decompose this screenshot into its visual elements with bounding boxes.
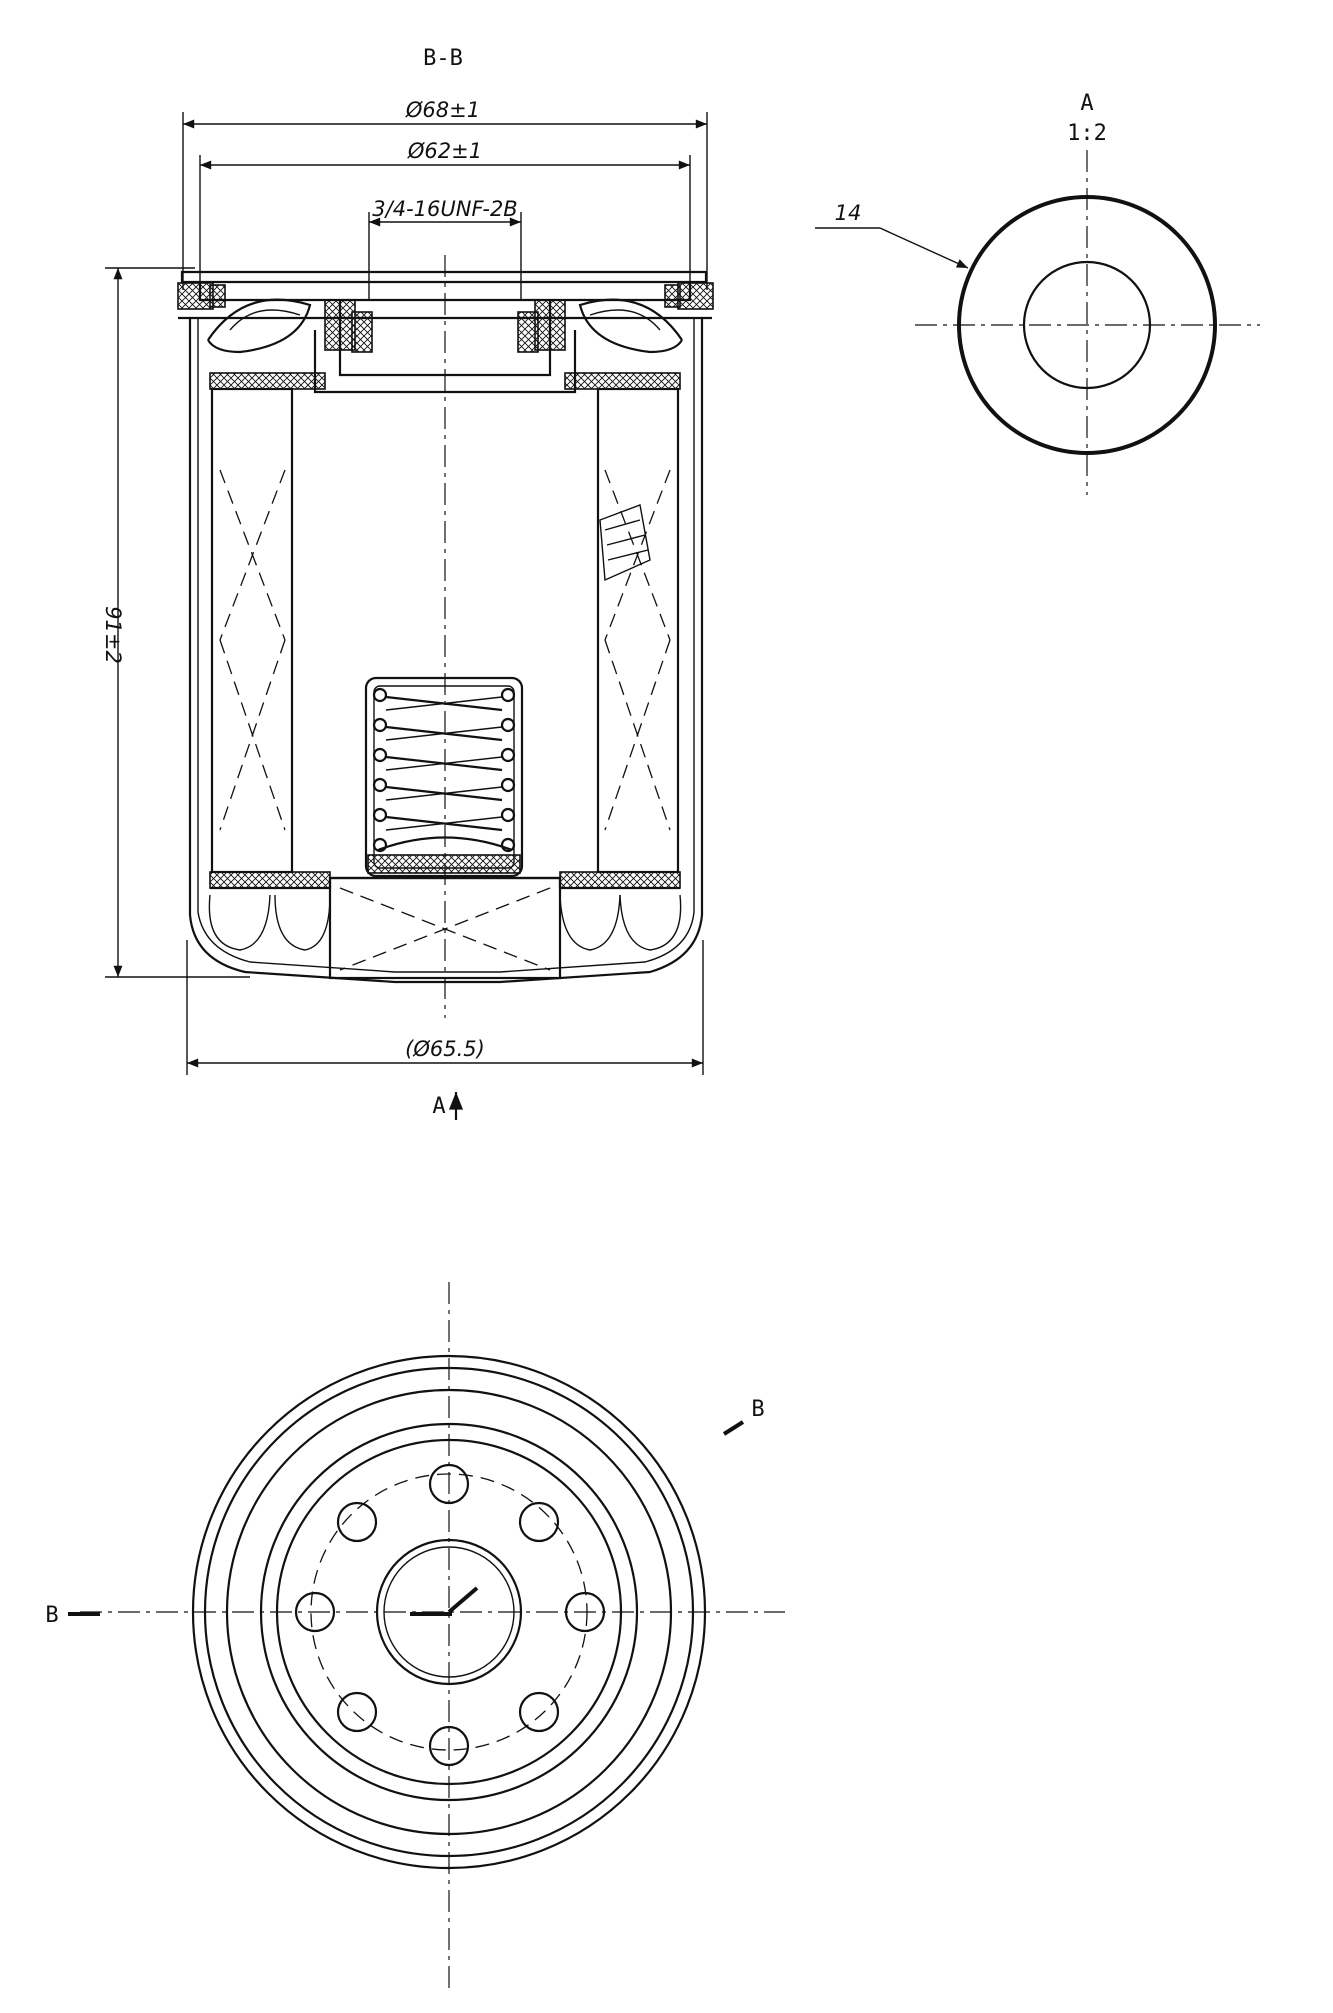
detail-title: A	[1080, 91, 1093, 116]
dim-inner-diameter: Ø62±1	[199, 139, 691, 290]
top-hole	[294, 1591, 336, 1633]
center-tube	[291, 395, 599, 872]
dim-outer-diameter-label: Ø68±1	[405, 98, 480, 122]
dim-inner-diameter-label: Ø62±1	[407, 139, 482, 163]
dim-thread: 3/4-16UNF-2B	[368, 197, 522, 300]
top-holes	[294, 1463, 606, 1767]
dim-thread-label: 3/4-16UNF-2B	[372, 197, 517, 221]
top-bolt-circle	[310, 1473, 588, 1751]
seal-ring-left	[177, 282, 214, 310]
top-hole	[336, 1691, 378, 1733]
filter-media-right	[596, 387, 680, 874]
top-outer-rim	[191, 1354, 707, 1870]
detail-callout: 14	[815, 201, 969, 269]
view-arrow-label: A	[432, 1094, 445, 1119]
top-hole	[428, 1725, 470, 1767]
detail-view: A 1:2 14	[815, 91, 1260, 495]
lower-end-cap-right	[559, 871, 681, 889]
section-view: B-B Ø68±1 Ø62±1 3/4-16UNF-2B 91±2	[101, 46, 714, 1120]
section-title: B-B	[423, 46, 463, 71]
section-mark-left: B	[45, 1603, 100, 1628]
section-mark-left-label: B	[45, 1603, 58, 1628]
upper-end-cap-right	[564, 372, 681, 390]
seal-ring-right	[677, 282, 714, 310]
top-hole	[336, 1501, 378, 1543]
bottom-support	[208, 876, 682, 980]
section-mark-right: B	[722, 1397, 765, 1436]
threaded-boss	[313, 299, 577, 394]
anti-drain-valve	[207, 298, 683, 354]
lower-end-cap-left	[209, 871, 331, 889]
top-hole	[518, 1691, 560, 1733]
filter-media-left	[210, 387, 294, 874]
bypass-valve	[364, 676, 524, 878]
detail-scale: 1:2	[1067, 121, 1107, 146]
top-view: B B	[45, 1282, 785, 1990]
upper-end-cap-left	[209, 372, 326, 390]
dim-height: 91±2	[101, 267, 250, 978]
filter-housing	[178, 316, 712, 984]
cover-plate	[177, 270, 714, 310]
bypass-spring	[372, 687, 516, 853]
top-hole	[428, 1463, 470, 1505]
dim-base-diameter-label: (Ø65.5)	[405, 1037, 485, 1061]
top-hole	[564, 1591, 606, 1633]
top-hole	[518, 1501, 560, 1543]
dim-base-diameter: (Ø65.5)	[186, 940, 704, 1075]
dim-outer-diameter: Ø68±1	[182, 98, 708, 290]
dim-height-label: 91±2	[101, 606, 125, 664]
section-mark-right-label: B	[751, 1397, 764, 1422]
top-center-port	[375, 1538, 523, 1686]
detail-callout-label: 14	[835, 201, 862, 225]
view-arrow-a: A	[432, 1092, 464, 1120]
